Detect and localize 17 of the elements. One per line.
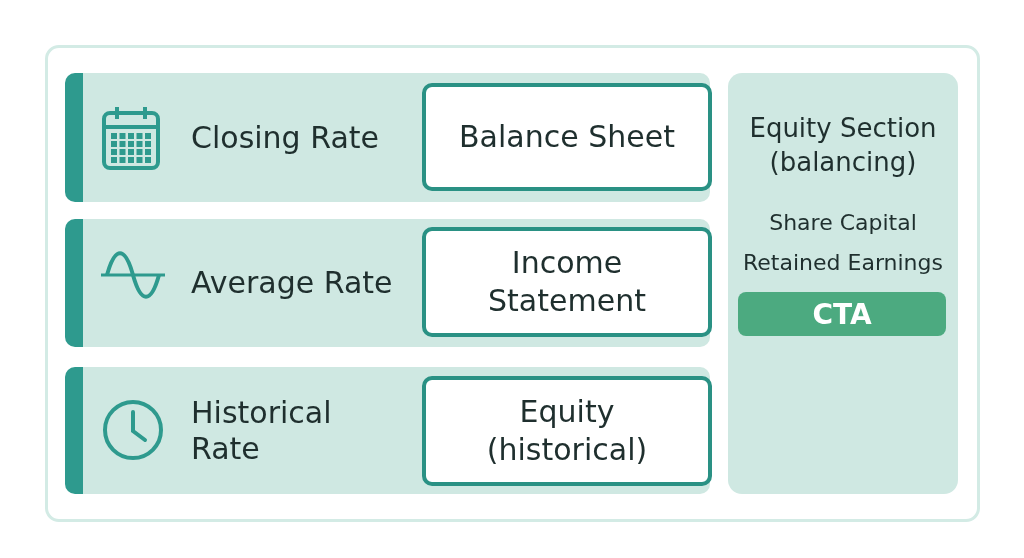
rate-band [65, 219, 710, 347]
statement-box [422, 227, 712, 337]
equity-item: Retained Earnings [742, 249, 944, 277]
rate-label: Closing Rate [191, 119, 380, 156]
rate-band [65, 367, 710, 494]
statement-label: Equity (historical) [485, 393, 649, 469]
statement-box [422, 83, 712, 191]
statement-label: Balance Sheet [458, 118, 676, 156]
panel-heading: Equity Section (balancing) [748, 112, 938, 179]
statement-box [422, 376, 712, 486]
cta-bar: CTA [738, 292, 946, 336]
equity-item: Share Capital [768, 209, 918, 237]
rate-label: Historical Rate [191, 394, 333, 467]
rate-label: Average Rate [191, 265, 394, 301]
rate-band [65, 73, 710, 202]
equity-panel [728, 73, 958, 494]
statement-label: Income Statement [487, 244, 647, 320]
